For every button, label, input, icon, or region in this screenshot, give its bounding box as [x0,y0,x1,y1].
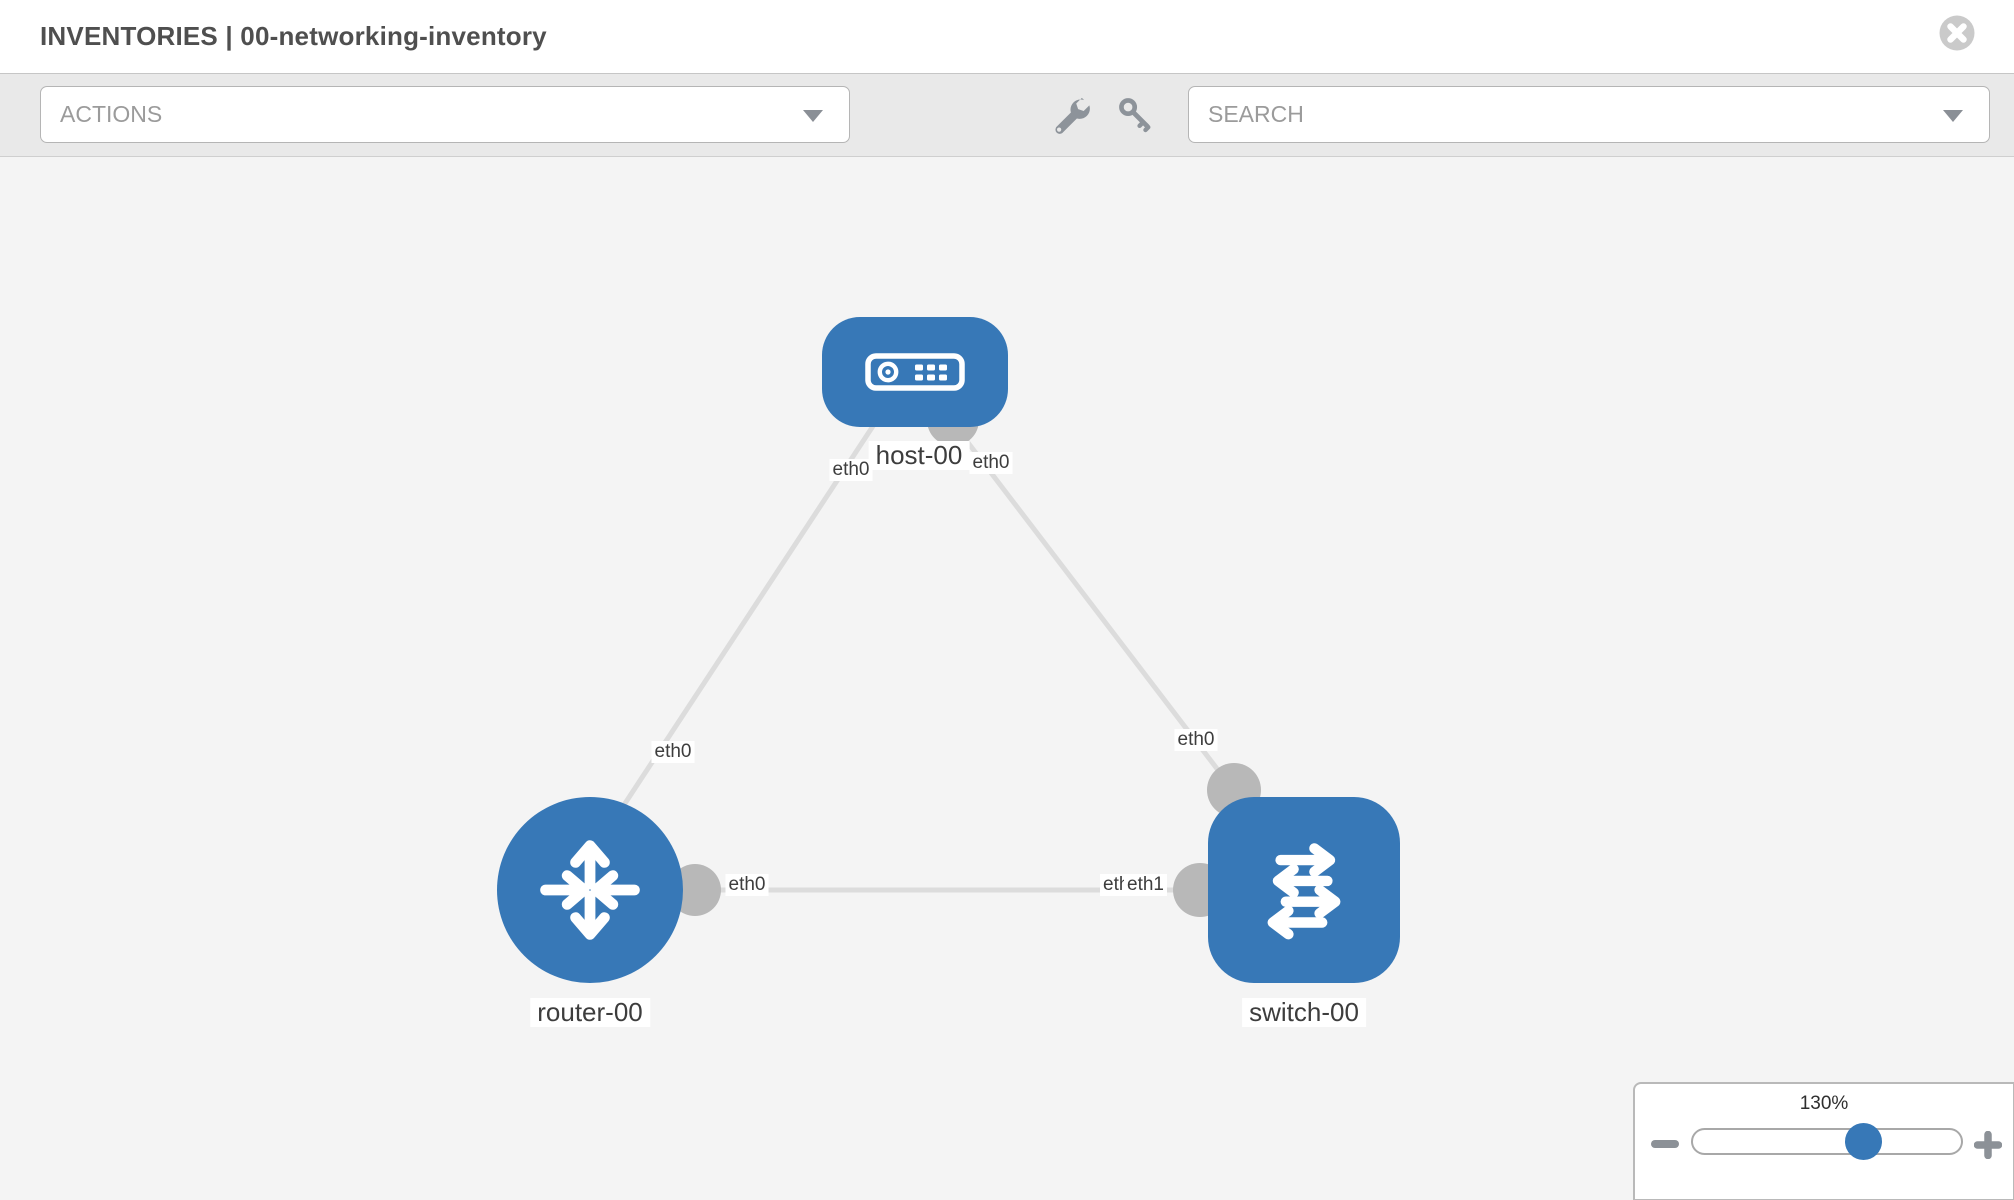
node-label-host-00: host-00 [868,441,970,470]
node-router-00[interactable] [497,797,683,983]
toolbar: ACTIONS SEARCH [0,73,2014,157]
wrench-icon [1055,97,1090,134]
search-dropdown-label: SEARCH [1208,101,1304,127]
plus-icon [1973,1130,2003,1160]
page-title: INVENTORIES | 00-networking-inventory [40,21,547,51]
link-lines [619,421,1236,893]
interface-label-host-router-eth0: eth0 [829,459,873,481]
search-dropdown[interactable]: SEARCH [1188,86,1990,143]
interface-label-switch-host-eth0: eth0 [1174,729,1218,751]
node-label-switch-00: switch-00 [1242,998,1366,1027]
header: INVENTORIES | 00-networking-inventory [0,0,2014,73]
chevron-down-icon [1943,110,1963,122]
chevron-down-icon [803,110,823,122]
key-icon [1119,98,1151,133]
zoom-in-button[interactable] [1973,1130,2003,1160]
close-icon [1939,15,1975,51]
zoom-panel: 130% [1633,1082,2014,1200]
router-icon [540,840,640,940]
interface-label-router-switch-eth0: eth0 [725,874,769,896]
zoom-out-button[interactable] [1651,1140,1679,1148]
switch-icon [1267,843,1341,940]
port-dots [669,394,1261,917]
node-host-00[interactable] [822,317,1008,427]
node-switch-00[interactable] [1208,797,1400,983]
node-label-router-00: router-00 [530,998,650,1027]
close-button[interactable] [1939,15,1975,51]
host-icon [865,353,965,391]
interface-label-router-host-eth0: eth0 [651,741,695,763]
interface-label-host-switch-eth0: eth0 [969,452,1013,474]
actions-dropdown-label: ACTIONS [60,101,163,127]
zoom-level: 130% [1799,1093,1849,1114]
zoom-slider[interactable] [1691,1123,1963,1160]
interface-label-switch-router-eth1: eth1 [1124,874,1167,896]
actions-dropdown[interactable]: ACTIONS [40,86,850,143]
configure-tools-button[interactable] [1043,87,1097,143]
credentials-button[interactable] [1109,87,1163,143]
zoom-slider-thumb[interactable] [1845,1123,1882,1160]
